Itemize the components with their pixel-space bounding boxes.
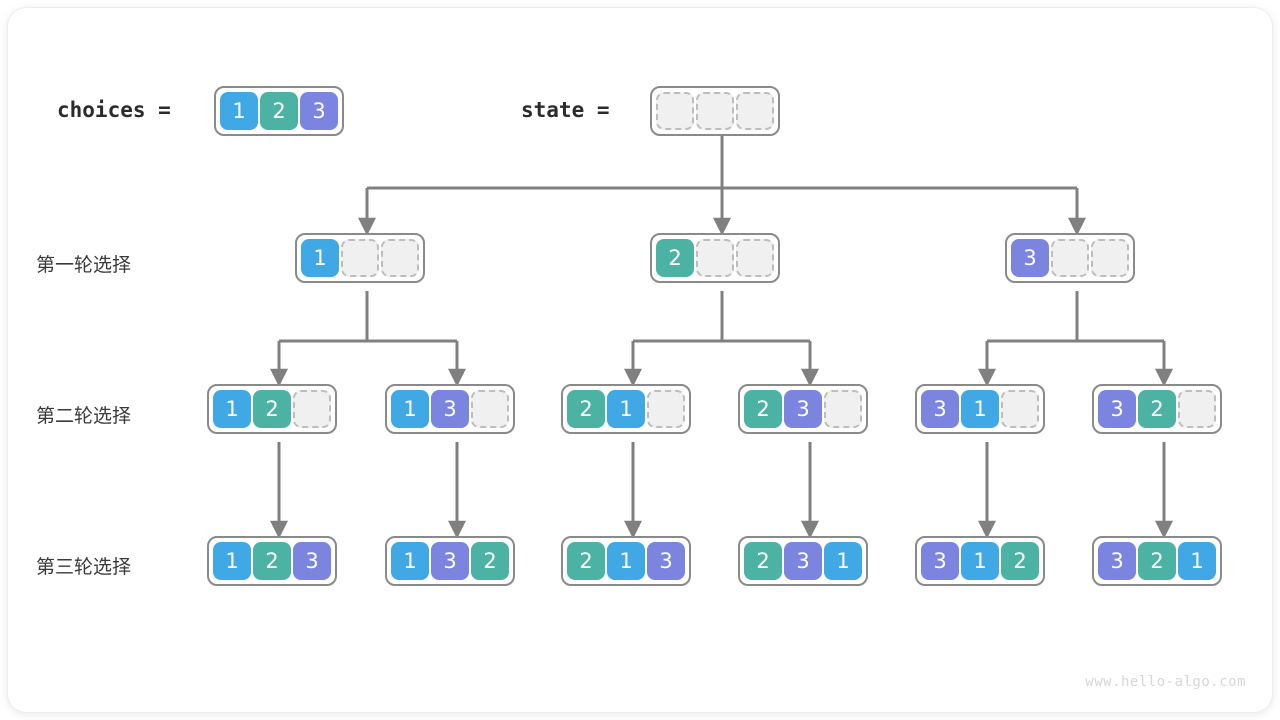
watermark: www.hello-algo.com (1085, 674, 1246, 690)
diagram-card (8, 8, 1272, 712)
round3-node-4-cell-2: 2 (1001, 542, 1039, 580)
round3-node-4: 3 1 2 (915, 536, 1045, 586)
round3-node-1-cell-0: 1 (391, 542, 429, 580)
round2-node-0-cell-0: 1 (213, 390, 251, 428)
choices-cell-0: 1 (220, 92, 258, 130)
round1-node-2-cell-1 (1051, 239, 1089, 277)
round3-node-0-cell-0: 1 (213, 542, 251, 580)
round2-node-3: 2 3 (738, 384, 868, 434)
state-cell-1 (696, 92, 734, 130)
round2-node-5-cell-1: 2 (1138, 390, 1176, 428)
round3-node-1-cell-1: 3 (431, 542, 469, 580)
round3-node-5-cell-2: 1 (1178, 542, 1216, 580)
round1-node-1-cell-2 (736, 239, 774, 277)
round1-node-1-cell-1 (696, 239, 734, 277)
round2-node-5: 3 2 (1092, 384, 1222, 434)
round3-node-3: 2 3 1 (738, 536, 868, 586)
choices-cell-2: 3 (300, 92, 338, 130)
round2-node-1-cell-0: 1 (391, 390, 429, 428)
round2-node-5-cell-0: 3 (1098, 390, 1136, 428)
state-cell-0 (656, 92, 694, 130)
round3-node-5: 3 2 1 (1092, 536, 1222, 586)
round3-node-0: 1 2 3 (207, 536, 337, 586)
round3-node-2: 2 1 3 (561, 536, 691, 586)
round3-node-3-cell-2: 1 (824, 542, 862, 580)
round3-node-4-cell-1: 1 (961, 542, 999, 580)
round1-node-0-cell-2 (381, 239, 419, 277)
round1-node-0: 1 (295, 233, 425, 283)
round2-node-0-cell-1: 2 (253, 390, 291, 428)
round1-node-0-cell-0: 1 (301, 239, 339, 277)
state-cell-2 (736, 92, 774, 130)
round1-node-0-cell-1 (341, 239, 379, 277)
choices-array: 1 2 3 (214, 86, 344, 136)
round2-node-2-cell-2 (647, 390, 685, 428)
row-label-round-1: 第一轮选择 (36, 254, 132, 276)
round2-node-0: 1 2 (207, 384, 337, 434)
round1-node-2-cell-0: 3 (1011, 239, 1049, 277)
round2-node-4-cell-1: 1 (961, 390, 999, 428)
round3-node-2-cell-0: 2 (567, 542, 605, 580)
round1-node-2-cell-2 (1091, 239, 1129, 277)
choices-label: choices = (57, 98, 171, 122)
round2-node-2-cell-1: 1 (607, 390, 645, 428)
round2-node-1: 1 3 (385, 384, 515, 434)
round2-node-3-cell-1: 3 (784, 390, 822, 428)
state-array-root (650, 86, 780, 136)
round3-node-3-cell-0: 2 (744, 542, 782, 580)
round2-node-5-cell-2 (1178, 390, 1216, 428)
round2-node-1-cell-2 (471, 390, 509, 428)
round2-node-0-cell-2 (293, 390, 331, 428)
round3-node-1: 1 3 2 (385, 536, 515, 586)
round2-node-1-cell-1: 3 (431, 390, 469, 428)
round3-node-4-cell-0: 3 (921, 542, 959, 580)
round3-node-5-cell-1: 2 (1138, 542, 1176, 580)
round2-node-2: 2 1 (561, 384, 691, 434)
row-label-round-3: 第三轮选择 (36, 556, 132, 578)
row-label-round-2: 第二轮选择 (36, 405, 132, 427)
round3-node-1-cell-2: 2 (471, 542, 509, 580)
state-label: state = (521, 98, 610, 122)
round2-node-2-cell-0: 2 (567, 390, 605, 428)
round3-node-3-cell-1: 3 (784, 542, 822, 580)
round3-node-0-cell-2: 3 (293, 542, 331, 580)
round3-node-2-cell-2: 3 (647, 542, 685, 580)
round3-node-2-cell-1: 1 (607, 542, 645, 580)
round3-node-0-cell-1: 2 (253, 542, 291, 580)
round1-node-1-cell-0: 2 (656, 239, 694, 277)
round3-node-5-cell-0: 3 (1098, 542, 1136, 580)
round2-node-4-cell-2 (1001, 390, 1039, 428)
round2-node-4-cell-0: 3 (921, 390, 959, 428)
round1-node-2: 3 (1005, 233, 1135, 283)
round2-node-3-cell-2 (824, 390, 862, 428)
round2-node-3-cell-0: 2 (744, 390, 782, 428)
round2-node-4: 3 1 (915, 384, 1045, 434)
round1-node-1: 2 (650, 233, 780, 283)
choices-cell-1: 2 (260, 92, 298, 130)
